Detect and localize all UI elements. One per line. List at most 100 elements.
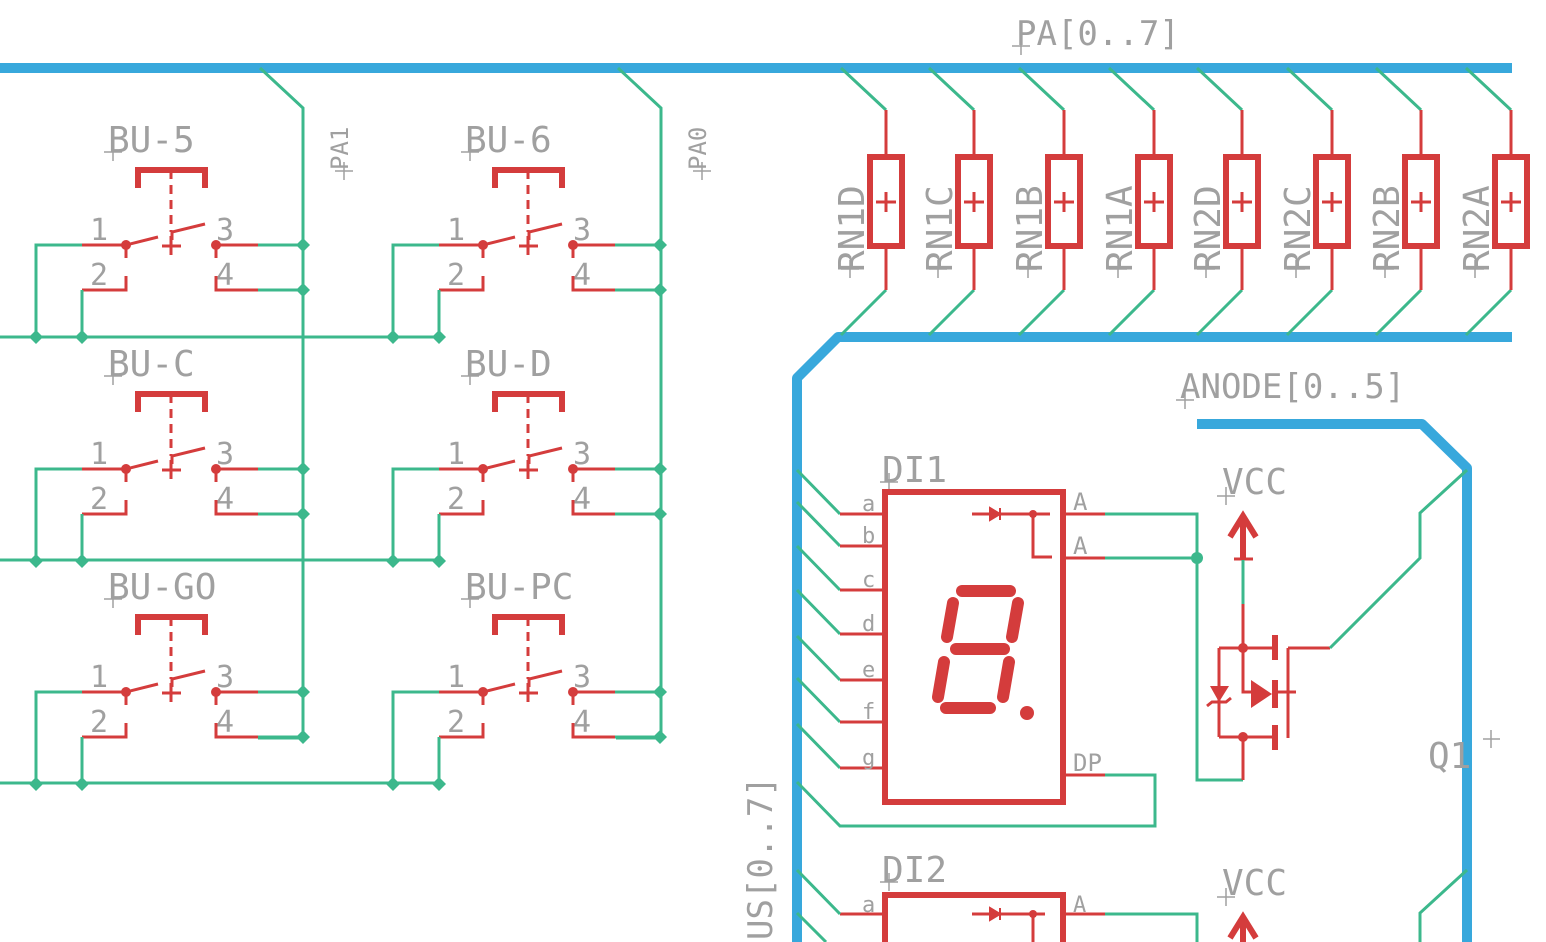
resistor-label: RN2B	[1367, 185, 1408, 272]
pin-label: 1	[447, 660, 465, 695]
button-label: BU-5	[108, 120, 195, 161]
pin-label-A: A	[1073, 893, 1086, 918]
bus-anode-label: ANODE[0..5]	[1176, 367, 1405, 409]
resistor-rn2a[interactable]: RN2A	[1457, 66, 1530, 337]
bus-pa-label: PA[0..7]	[1012, 14, 1180, 55]
bus-pa-label-text: PA[0..7]	[1016, 14, 1180, 54]
bus-segments[interactable]	[792, 332, 1512, 942]
button-label: BU-C	[108, 344, 195, 385]
pin-label: 1	[90, 213, 108, 248]
segment-wire[interactable]	[795, 588, 842, 636]
vcc-arrow-icon	[1227, 510, 1259, 560]
display-di2[interactable]: DI2 a A	[795, 850, 1469, 942]
pin-label-a: a	[862, 492, 875, 517]
body-diode-icon	[1251, 680, 1272, 708]
button-label: BU-PC	[465, 567, 573, 608]
display-di2-label: DI2	[882, 850, 947, 891]
supply-vcc-1[interactable]: VCC	[1217, 462, 1287, 604]
pin-label-b: b	[862, 524, 875, 549]
resistor-body	[867, 154, 905, 249]
column-wire-pa1[interactable]	[258, 66, 305, 740]
pin-label-f: f	[862, 700, 875, 725]
pin-label: 2	[90, 258, 108, 293]
resistor-label: RN2D	[1188, 185, 1229, 272]
pin-label-right: DP	[1073, 749, 1102, 777]
segment-wire[interactable]	[795, 676, 842, 724]
resistor-rn1b[interactable]: RN1B	[1010, 66, 1083, 337]
pin-label-g: g	[862, 746, 875, 771]
supply-vcc-1-label: VCC	[1222, 462, 1287, 503]
segment-wire[interactable]	[795, 722, 842, 770]
pin-label: 4	[216, 258, 234, 293]
pin-label: 1	[90, 660, 108, 695]
resistor-body	[1402, 154, 1440, 249]
pin-label: 3	[573, 437, 591, 472]
zener-diode-icon	[1210, 686, 1229, 702]
resistor-rn2d[interactable]: RN2D	[1188, 66, 1261, 337]
decimal-point-icon	[1020, 706, 1034, 720]
resistor-label: RN1B	[1010, 185, 1051, 272]
supply-vcc-2-label: VCC	[1222, 863, 1287, 904]
transistor-q1[interactable]: Q1	[1206, 468, 1500, 780]
common-anode-symbol	[972, 512, 1052, 559]
pin-label: 3	[216, 660, 234, 695]
pin-label: 4	[573, 258, 591, 293]
pin-label: 3	[216, 213, 234, 248]
resistor-network: RN1D RN1C RN1B RN1A RN2D RN2C RN2B RN2A	[832, 66, 1530, 337]
display-di1-body	[882, 489, 1066, 805]
segment-wire[interactable]	[795, 500, 842, 548]
segment-wire[interactable]	[795, 468, 842, 516]
diode-icon	[989, 906, 1002, 922]
pin-label: 2	[447, 705, 465, 740]
resistor-rn2b[interactable]: RN2B	[1367, 66, 1440, 337]
vcc-arrow-icon	[1227, 911, 1259, 942]
push-button-bu-pc[interactable]: BU-PC 1 2 3 4	[386, 567, 667, 791]
bus-anode-label-text: ANODE[0..5]	[1180, 367, 1405, 407]
resistor-rn2c[interactable]: RN2C	[1278, 66, 1351, 337]
bus-lines	[0, 63, 1512, 942]
resistor-label: RN2A	[1457, 185, 1498, 272]
bus-segments-label: US[0..7]	[741, 776, 781, 940]
segment-wire[interactable]	[795, 634, 842, 682]
transistor-q1-label: Q1	[1428, 736, 1471, 777]
resistor-label: RN1D	[832, 185, 873, 272]
pin-label: 2	[447, 258, 465, 293]
pin-label: 4	[216, 705, 234, 740]
diode-icon	[989, 506, 1002, 522]
resistor-body	[955, 154, 993, 249]
pin-label: 4	[216, 482, 234, 517]
column-wire-pa0[interactable]	[616, 66, 663, 740]
segment-wire[interactable]	[795, 544, 842, 592]
resistor-body	[1223, 154, 1261, 249]
pin-label: 3	[573, 660, 591, 695]
resistor-label: RN1C	[920, 185, 961, 272]
pin-label-a: a	[862, 893, 875, 918]
resistor-label: RN2C	[1278, 185, 1319, 272]
button-matrix: BU-51234BU-61234BU-C1234BU-D1234BU-GO123…	[0, 66, 712, 791]
resistor-label: RN1A	[1100, 185, 1141, 272]
net-label: PA0	[684, 127, 712, 170]
pin-label: 3	[216, 437, 234, 472]
push-button-bu-5[interactable]: BU-5 1 2 3 4	[29, 120, 310, 344]
resistor-rn1a[interactable]: RN1A	[1100, 66, 1173, 337]
pin-label: 4	[573, 482, 591, 517]
supply-vcc-2[interactable]: VCC	[1217, 863, 1287, 942]
pin-label: 2	[90, 705, 108, 740]
resistor-body	[1045, 154, 1083, 249]
resistor-body	[1492, 154, 1530, 249]
pin-label-d: d	[862, 612, 875, 637]
pin-label-e: e	[862, 658, 875, 683]
resistor-rn1d[interactable]: RN1D	[832, 66, 905, 337]
resistor-body	[1313, 154, 1351, 249]
resistor-rn1c[interactable]: RN1C	[920, 66, 993, 337]
bus-anode[interactable]	[1197, 419, 1472, 942]
net-label: PA1	[326, 127, 354, 170]
pin-label: 4	[573, 705, 591, 740]
